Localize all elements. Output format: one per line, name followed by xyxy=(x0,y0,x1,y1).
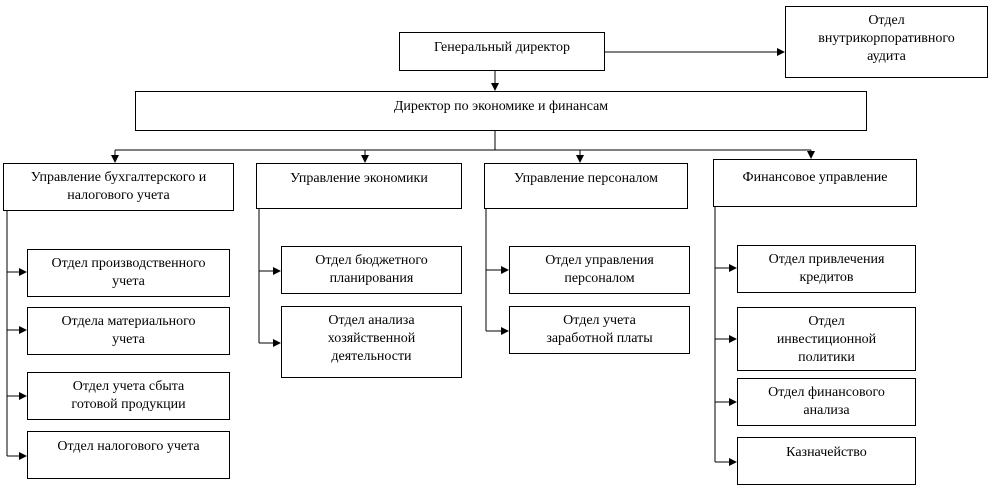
node-general-director: Генеральный директор xyxy=(399,32,605,71)
node-internal-audit: Отдел внутрикорпоративного аудита xyxy=(785,6,988,78)
node-department: Отдела материального учета xyxy=(27,307,230,355)
node-department: Отдел привлечения кредитов xyxy=(737,245,916,293)
department-label: Отдел управления персоналом xyxy=(545,253,654,286)
node-division-personnel: Управление персоналом xyxy=(484,163,688,209)
department-label: Отдел учета сбыта готовой продукции xyxy=(71,379,186,412)
department-label: Отдел инвестиционной политики xyxy=(776,314,877,365)
node-department: Отдел анализа хозяйственной деятельности xyxy=(281,306,462,378)
department-label: Отдел анализа хозяйственной деятельности xyxy=(327,313,416,364)
department-label: Отдел бюджетного планирования xyxy=(315,253,428,286)
node-department: Отдел управления персоналом xyxy=(509,246,690,294)
node-department: Отдел инвестиционной политики xyxy=(737,307,916,371)
node-finance-director-label: Директор по экономике и финансам xyxy=(393,99,609,114)
node-department: Отдел производственного учета xyxy=(27,249,230,297)
department-label: Отдел налогового учета xyxy=(57,439,200,454)
node-department: Отдел налогового учета xyxy=(27,431,230,479)
division-label: Управление экономики xyxy=(290,171,428,186)
node-general-director-label: Генеральный директор xyxy=(434,40,570,55)
node-internal-audit-label: Отдел внутрикорпоративного аудита xyxy=(818,13,955,64)
division-label: Финансовое управление xyxy=(742,170,888,185)
node-finance-director: Директор по экономике и финансам xyxy=(135,91,867,131)
department-label: Отдел производственного учета xyxy=(51,256,206,289)
node-division-finance: Финансовое управление xyxy=(713,159,917,207)
department-label: Отдела материального учета xyxy=(61,314,196,347)
node-department: Казначейство xyxy=(737,437,916,485)
node-department: Отдел учета заработной платы xyxy=(509,306,690,354)
division-label: Управление персоналом xyxy=(513,171,659,186)
node-division-economics: Управление экономики xyxy=(256,163,462,209)
node-department: Отдел бюджетного планирования xyxy=(281,246,462,294)
department-label: Отдел финансового анализа xyxy=(768,385,885,418)
division-label: Управление бухгалтерского и налогового у… xyxy=(30,170,207,203)
department-label: Казначейство xyxy=(786,445,867,460)
node-division-accounting: Управление бухгалтерского и налогового у… xyxy=(3,163,234,211)
department-label: Отдел привлечения кредитов xyxy=(768,252,885,285)
department-label: Отдел учета заработной платы xyxy=(546,313,653,346)
node-department: Отдел финансового анализа xyxy=(737,378,916,426)
node-department: Отдел учета сбыта готовой продукции xyxy=(27,372,230,420)
